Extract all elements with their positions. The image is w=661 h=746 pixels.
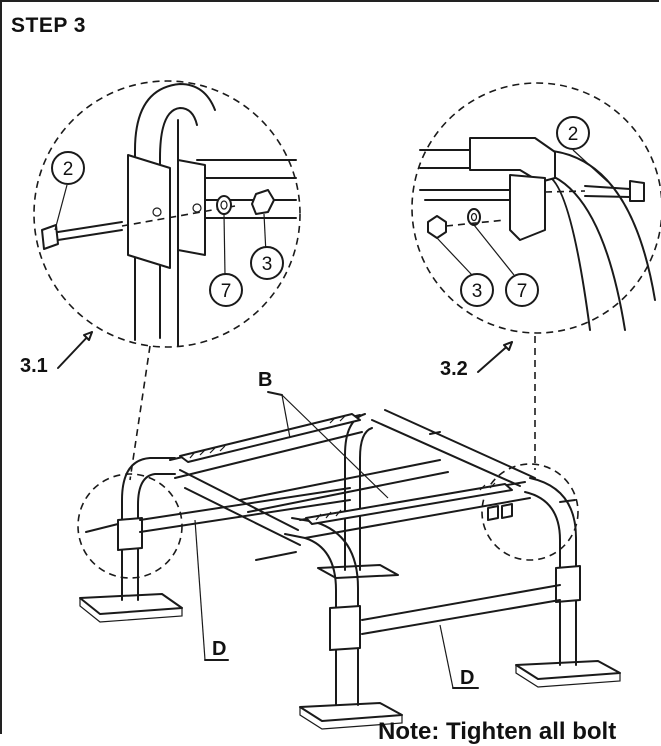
part-d-right-leader bbox=[439, 624, 454, 689]
part-b-underline bbox=[267, 391, 283, 396]
part-b-leader-2 bbox=[281, 394, 389, 499]
part-number-nut-right: 3 bbox=[472, 281, 483, 302]
part-number-nut-left: 3 bbox=[262, 254, 273, 275]
part-number-washer-right: 7 bbox=[517, 281, 528, 302]
detail-circle-right: 2 3 7 bbox=[411, 82, 661, 334]
part-number-bolt-right: 2 bbox=[568, 124, 579, 145]
detail-link-left bbox=[129, 345, 151, 481]
note-text: Note: Tighten all bolt bbox=[378, 718, 617, 745]
part-number-washer-left: 7 bbox=[221, 281, 232, 302]
part-d-left-leader bbox=[194, 519, 206, 661]
detail-label-left: 3.1 bbox=[20, 355, 48, 377]
part-b-leader-1 bbox=[281, 394, 291, 439]
detail-circle-left: 2 7 3 bbox=[33, 80, 301, 348]
step-title: STEP 3 bbox=[11, 14, 86, 37]
part-number-bolt-left: 2 bbox=[63, 159, 74, 180]
frame-assembly bbox=[77, 409, 621, 730]
part-label-d-left: D bbox=[212, 638, 226, 660]
part-label-b: B bbox=[258, 369, 272, 391]
part-label-d-right: D bbox=[460, 667, 474, 689]
detail-label-right: 3.2 bbox=[440, 358, 468, 380]
